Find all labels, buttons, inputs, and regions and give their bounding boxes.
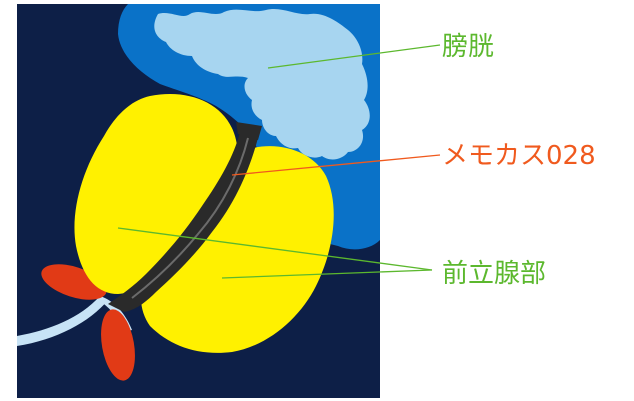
stent-highlight bbox=[131, 137, 249, 299]
leader-line-prostate-left bbox=[117, 227, 433, 271]
leader-line-device bbox=[231, 154, 441, 176]
red-tissue-lower bbox=[101, 309, 135, 381]
leader-line-bladder bbox=[267, 44, 441, 69]
urethra bbox=[17, 296, 108, 346]
label-device: メモカス028 bbox=[442, 141, 596, 171]
leader-line-prostate-right bbox=[221, 269, 433, 279]
prostate-lobe-left bbox=[74, 93, 238, 295]
label-bladder: 膀胱 bbox=[442, 32, 494, 62]
stent-catheter bbox=[108, 132, 258, 312]
bladder-inner bbox=[154, 9, 370, 160]
prostate-lobe-right bbox=[141, 146, 334, 353]
label-prostate: 前立腺部 bbox=[442, 259, 546, 289]
stent-tip bbox=[236, 122, 262, 140]
